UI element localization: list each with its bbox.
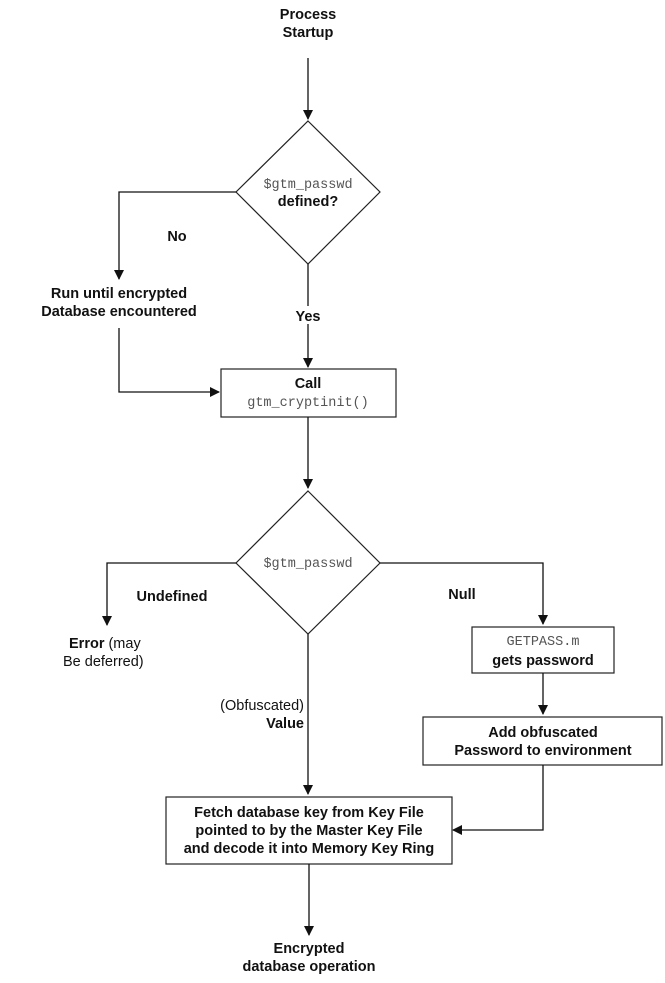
add-box-line-1: Add obfuscated xyxy=(488,725,598,741)
fetch-key-box: Fetch database key from Key File pointed… xyxy=(165,796,453,865)
add-box-rect xyxy=(422,716,663,766)
getpass-routine: GETPASS.m xyxy=(507,635,580,650)
edge-no xyxy=(114,191,236,280)
getpass-label: gets password xyxy=(492,653,594,669)
decision-passwd-defined: $gtm_passwd defined? xyxy=(235,120,381,265)
call-box-rect xyxy=(220,368,397,418)
run-until-line-1: Run until encrypted xyxy=(51,286,187,302)
edge-label-no: No xyxy=(167,229,186,245)
decision-passwd-value: $gtm_passwd xyxy=(235,490,381,635)
edge-label-yes: Yes xyxy=(296,309,321,325)
error-label: Error xyxy=(69,636,105,652)
start-line-2: Startup xyxy=(283,25,334,41)
edge-add-to-fetch xyxy=(452,765,544,835)
edge-label-undefined: Undefined xyxy=(137,589,208,605)
call-cryptinit-box: Call gtm_cryptinit() xyxy=(220,368,397,418)
edge-label-value-1: (Obfuscated) xyxy=(220,698,304,714)
end-node: Encrypted database operation xyxy=(243,941,376,975)
edge-null xyxy=(380,562,548,625)
end-line-2: database operation xyxy=(243,959,376,975)
edge-label-value-2: Value xyxy=(266,716,304,732)
decision2-variable: $gtm_passwd xyxy=(263,557,352,572)
edge-undefined xyxy=(102,562,236,626)
end-line-1: Encrypted xyxy=(274,941,345,957)
edge-run-until-to-call xyxy=(118,328,220,397)
error-node: Error(may Be deferred) xyxy=(63,636,144,670)
fetch-box-line-1: Fetch database key from Key File xyxy=(194,805,424,821)
decision1-variable: $gtm_passwd xyxy=(263,178,352,193)
run-until-line-2: Database encountered xyxy=(41,304,197,320)
call-box-label: Call xyxy=(295,376,322,392)
decision1-question: defined? xyxy=(278,194,339,210)
error-line-1: Error(may xyxy=(69,636,141,652)
edge-label-null: Null xyxy=(448,587,475,603)
fetch-box-line-2: pointed to by the Master Key File xyxy=(195,823,422,839)
getpass-box: GETPASS.m gets password xyxy=(471,626,615,674)
start-line-1: Process xyxy=(280,7,336,23)
fetch-box-line-3: and decode it into Memory Key Ring xyxy=(184,841,435,857)
add-box-line-2: Password to environment xyxy=(454,743,631,759)
error-note-2: Be deferred) xyxy=(63,654,144,670)
run-until-node: Run until encrypted Database encountered xyxy=(41,286,197,320)
error-note-1: (may xyxy=(108,636,141,652)
fetch-box-rect xyxy=(165,796,453,865)
add-obfuscated-box: Add obfuscated Password to environment xyxy=(422,716,663,766)
start-node: Process Startup xyxy=(280,7,336,41)
call-box-function: gtm_cryptinit() xyxy=(247,396,369,411)
edge-label-yes-bg xyxy=(294,306,324,324)
